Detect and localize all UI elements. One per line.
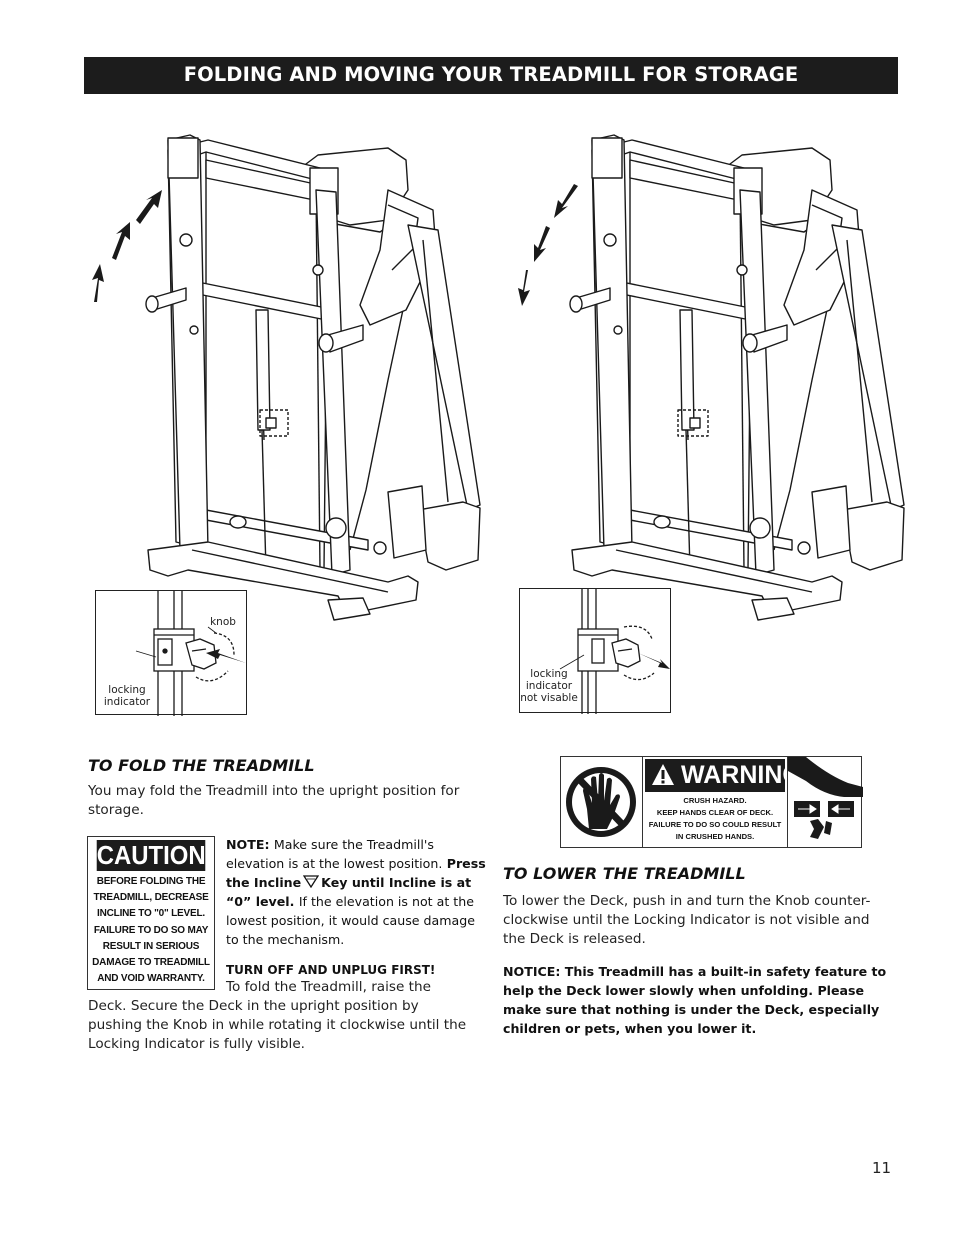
knob-release-drawing <box>559 589 670 714</box>
knob-detail-drawing <box>135 591 246 716</box>
note-press-after: Key until Incline is at “0” level. <box>226 875 472 909</box>
turn-off-warning: TURN OFF AND UNPLUG FIRST! <box>226 963 436 977</box>
note-part1: Make sure the Treadmill's elevation is a… <box>226 837 443 871</box>
arrow-down-icon <box>518 184 578 306</box>
locking-indicator-label: locking indicator <box>103 684 151 708</box>
prohibited-hand-icon <box>566 767 636 837</box>
pull-arrow-icon <box>638 653 670 669</box>
knob-label: knob <box>210 616 236 628</box>
page-number: 11 <box>872 1159 892 1177</box>
caution-label: CAUTION BEFORE FOLDING THE TREADMILL, DE… <box>87 836 215 990</box>
fold-steps-text: To fold the Treadmill, raise the Deck. S… <box>88 979 467 1052</box>
note-press: Press the Incline <box>226 856 486 890</box>
lower-notice: NOTICE: This Treadmill has a built-in sa… <box>503 964 887 1036</box>
lower-body: To lower the Deck, push in and turn the … <box>503 893 871 947</box>
note-part2: If the elevation is not at the lowest po… <box>226 894 475 947</box>
crushed-hand-panel <box>787 757 863 847</box>
warning-text-panel: WARNING CRUSH HAZARD. KEEP HANDS CLEAR O… <box>643 757 802 847</box>
prohibited-hand-sign <box>561 757 643 847</box>
incline-down-triangle-icon <box>303 875 320 888</box>
warning-label: WARNING CRUSH HAZARD. KEEP HANDS CLEAR O… <box>560 756 863 848</box>
knob-detail-inset: knob locking indicator <box>95 590 247 716</box>
fold-note: NOTE: Make sure the Treadmill's elevatio… <box>226 835 486 949</box>
fold-steps: To fold the Treadmill, raise the Deck. S… <box>88 978 468 1054</box>
locking-indicator-not-visible-label: locking indicator not visable <box>520 668 578 704</box>
arrow-up-icon <box>92 190 162 302</box>
warning-triangle-icon <box>652 764 674 785</box>
fold-intro: You may fold the Treadmill into the upri… <box>88 783 460 818</box>
lower-heading: TO LOWER THE TREADMILL <box>503 864 746 883</box>
crushed-hand-icon <box>788 757 863 839</box>
fold-heading: TO FOLD THE TREADMILL <box>88 756 315 775</box>
warning-text: CRUSH HAZARD. KEEP HANDS CLEAR OF DECK. … <box>648 796 782 841</box>
note-label: NOTE: <box>226 837 270 852</box>
treadmill-lower-illustration <box>518 130 912 620</box>
caution-text: BEFORE FOLDING THE TREADMILL, DECREASE I… <box>92 876 210 985</box>
section-banner: FOLDING AND MOVING YOUR TREADMILL FOR ST… <box>84 57 898 94</box>
page-title: FOLDING AND MOVING YOUR TREADMILL FOR ST… <box>183 63 799 86</box>
knob-release-inset: locking indicator not visable <box>519 588 671 714</box>
caution-title: CAUTION <box>96 840 206 871</box>
treadmill-fold-illustration <box>92 130 488 620</box>
push-arrow-icon <box>206 649 246 663</box>
